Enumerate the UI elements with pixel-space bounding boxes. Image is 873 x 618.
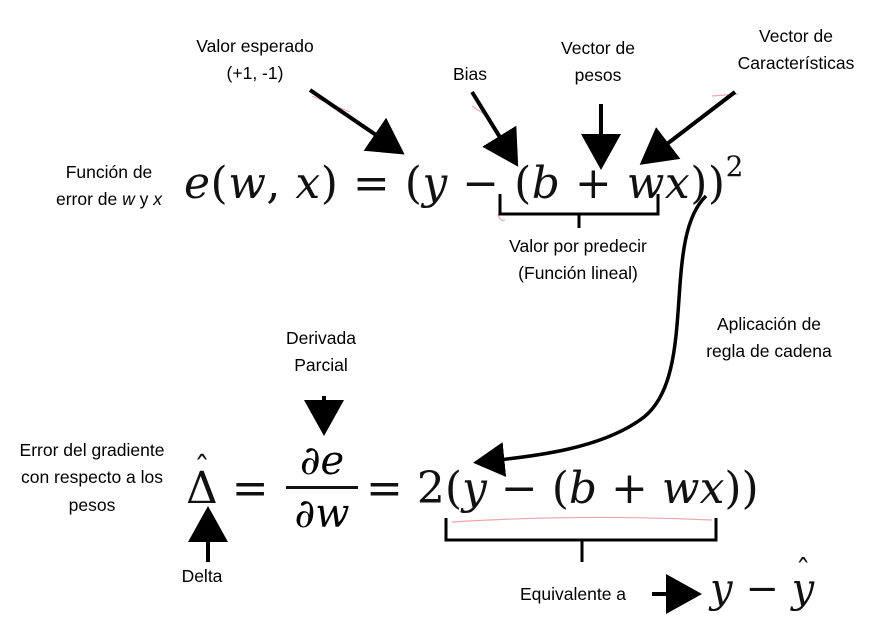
red-mark-underline-bottom	[451, 516, 713, 523]
label-delta-text: Delta	[181, 566, 223, 586]
label-valor-predecir: Valor por predecir (Función lineal)	[482, 236, 674, 285]
label-funcion-error-line1: Función de	[65, 162, 153, 182]
red-mark-underline-top	[497, 213, 506, 221]
label-valor-esperado-line1: Valor esperado	[196, 36, 314, 56]
label-derivada-parcial-line2: Parcial	[294, 355, 348, 376]
label-vector-pesos: Vector de pesos	[538, 38, 658, 87]
label-vector-caracteristicas-line2: Características	[737, 53, 855, 74]
label-equivalente: Equivalente a	[500, 584, 646, 605]
label-funcion-error-line2: error de w y x	[36, 189, 182, 210]
label-aplicacion-cadena: Aplicación de regla de cadena	[684, 314, 854, 363]
arrow-chain-rule	[473, 194, 708, 477]
red-mark-bias	[471, 105, 485, 115]
arrow-vector-caracteristicas	[639, 90, 737, 165]
label-funcion-error-x: x	[153, 189, 162, 210]
label-valor-esperado-line2: (+1, -1)	[226, 63, 284, 84]
label-funcion-error-w: w	[122, 189, 135, 210]
label-valor-esperado: Valor esperado (+1, -1)	[170, 36, 340, 85]
label-bias-text: Bias	[452, 64, 488, 84]
label-aplicacion-cadena-line1: Aplicación de	[716, 314, 822, 334]
label-funcion-error-prefix: error de	[55, 189, 123, 210]
label-funcion-error-y: y	[134, 189, 154, 210]
label-vector-caracteristicas-line1: Vector de	[759, 26, 833, 46]
label-error-gradiente-line2: con respecto a los	[20, 467, 164, 488]
label-equivalente-text: Equivalente a	[519, 584, 627, 604]
label-error-gradiente-line1: Error del gradiente	[19, 440, 165, 460]
partial-derivative-fraction: ∂e ∂w	[284, 440, 360, 535]
label-valor-predecir-line2: (Función lineal)	[518, 263, 638, 284]
arrow-bias	[470, 90, 519, 167]
label-bias: Bias	[440, 64, 500, 85]
label-aplicacion-cadena-line2: regla de cadena	[706, 341, 832, 362]
bracket-linear-function	[498, 194, 660, 228]
label-vector-caracteristicas: Vector de Características	[718, 26, 873, 75]
label-error-gradiente-line3: pesos	[68, 494, 116, 515]
label-valor-predecir-line1: Valor por predecir	[509, 236, 647, 256]
label-vector-pesos-line1: Vector de	[561, 38, 635, 58]
label-derivada-parcial-line1: Derivada	[285, 328, 357, 348]
label-funcion-error: Función de error de w y x	[36, 162, 182, 211]
label-error-gradiente: Error del gradiente con respecto a los p…	[0, 440, 184, 516]
label-derivada-parcial: Derivada Parcial	[266, 328, 376, 377]
gradient-expression: = 2(y − (b + wx))	[366, 463, 759, 514]
label-vector-pesos-line2: pesos	[574, 65, 622, 86]
arrow-valor-esperado	[308, 88, 405, 155]
bracket-gradient-term	[444, 518, 718, 562]
label-delta: Delta	[170, 566, 234, 587]
